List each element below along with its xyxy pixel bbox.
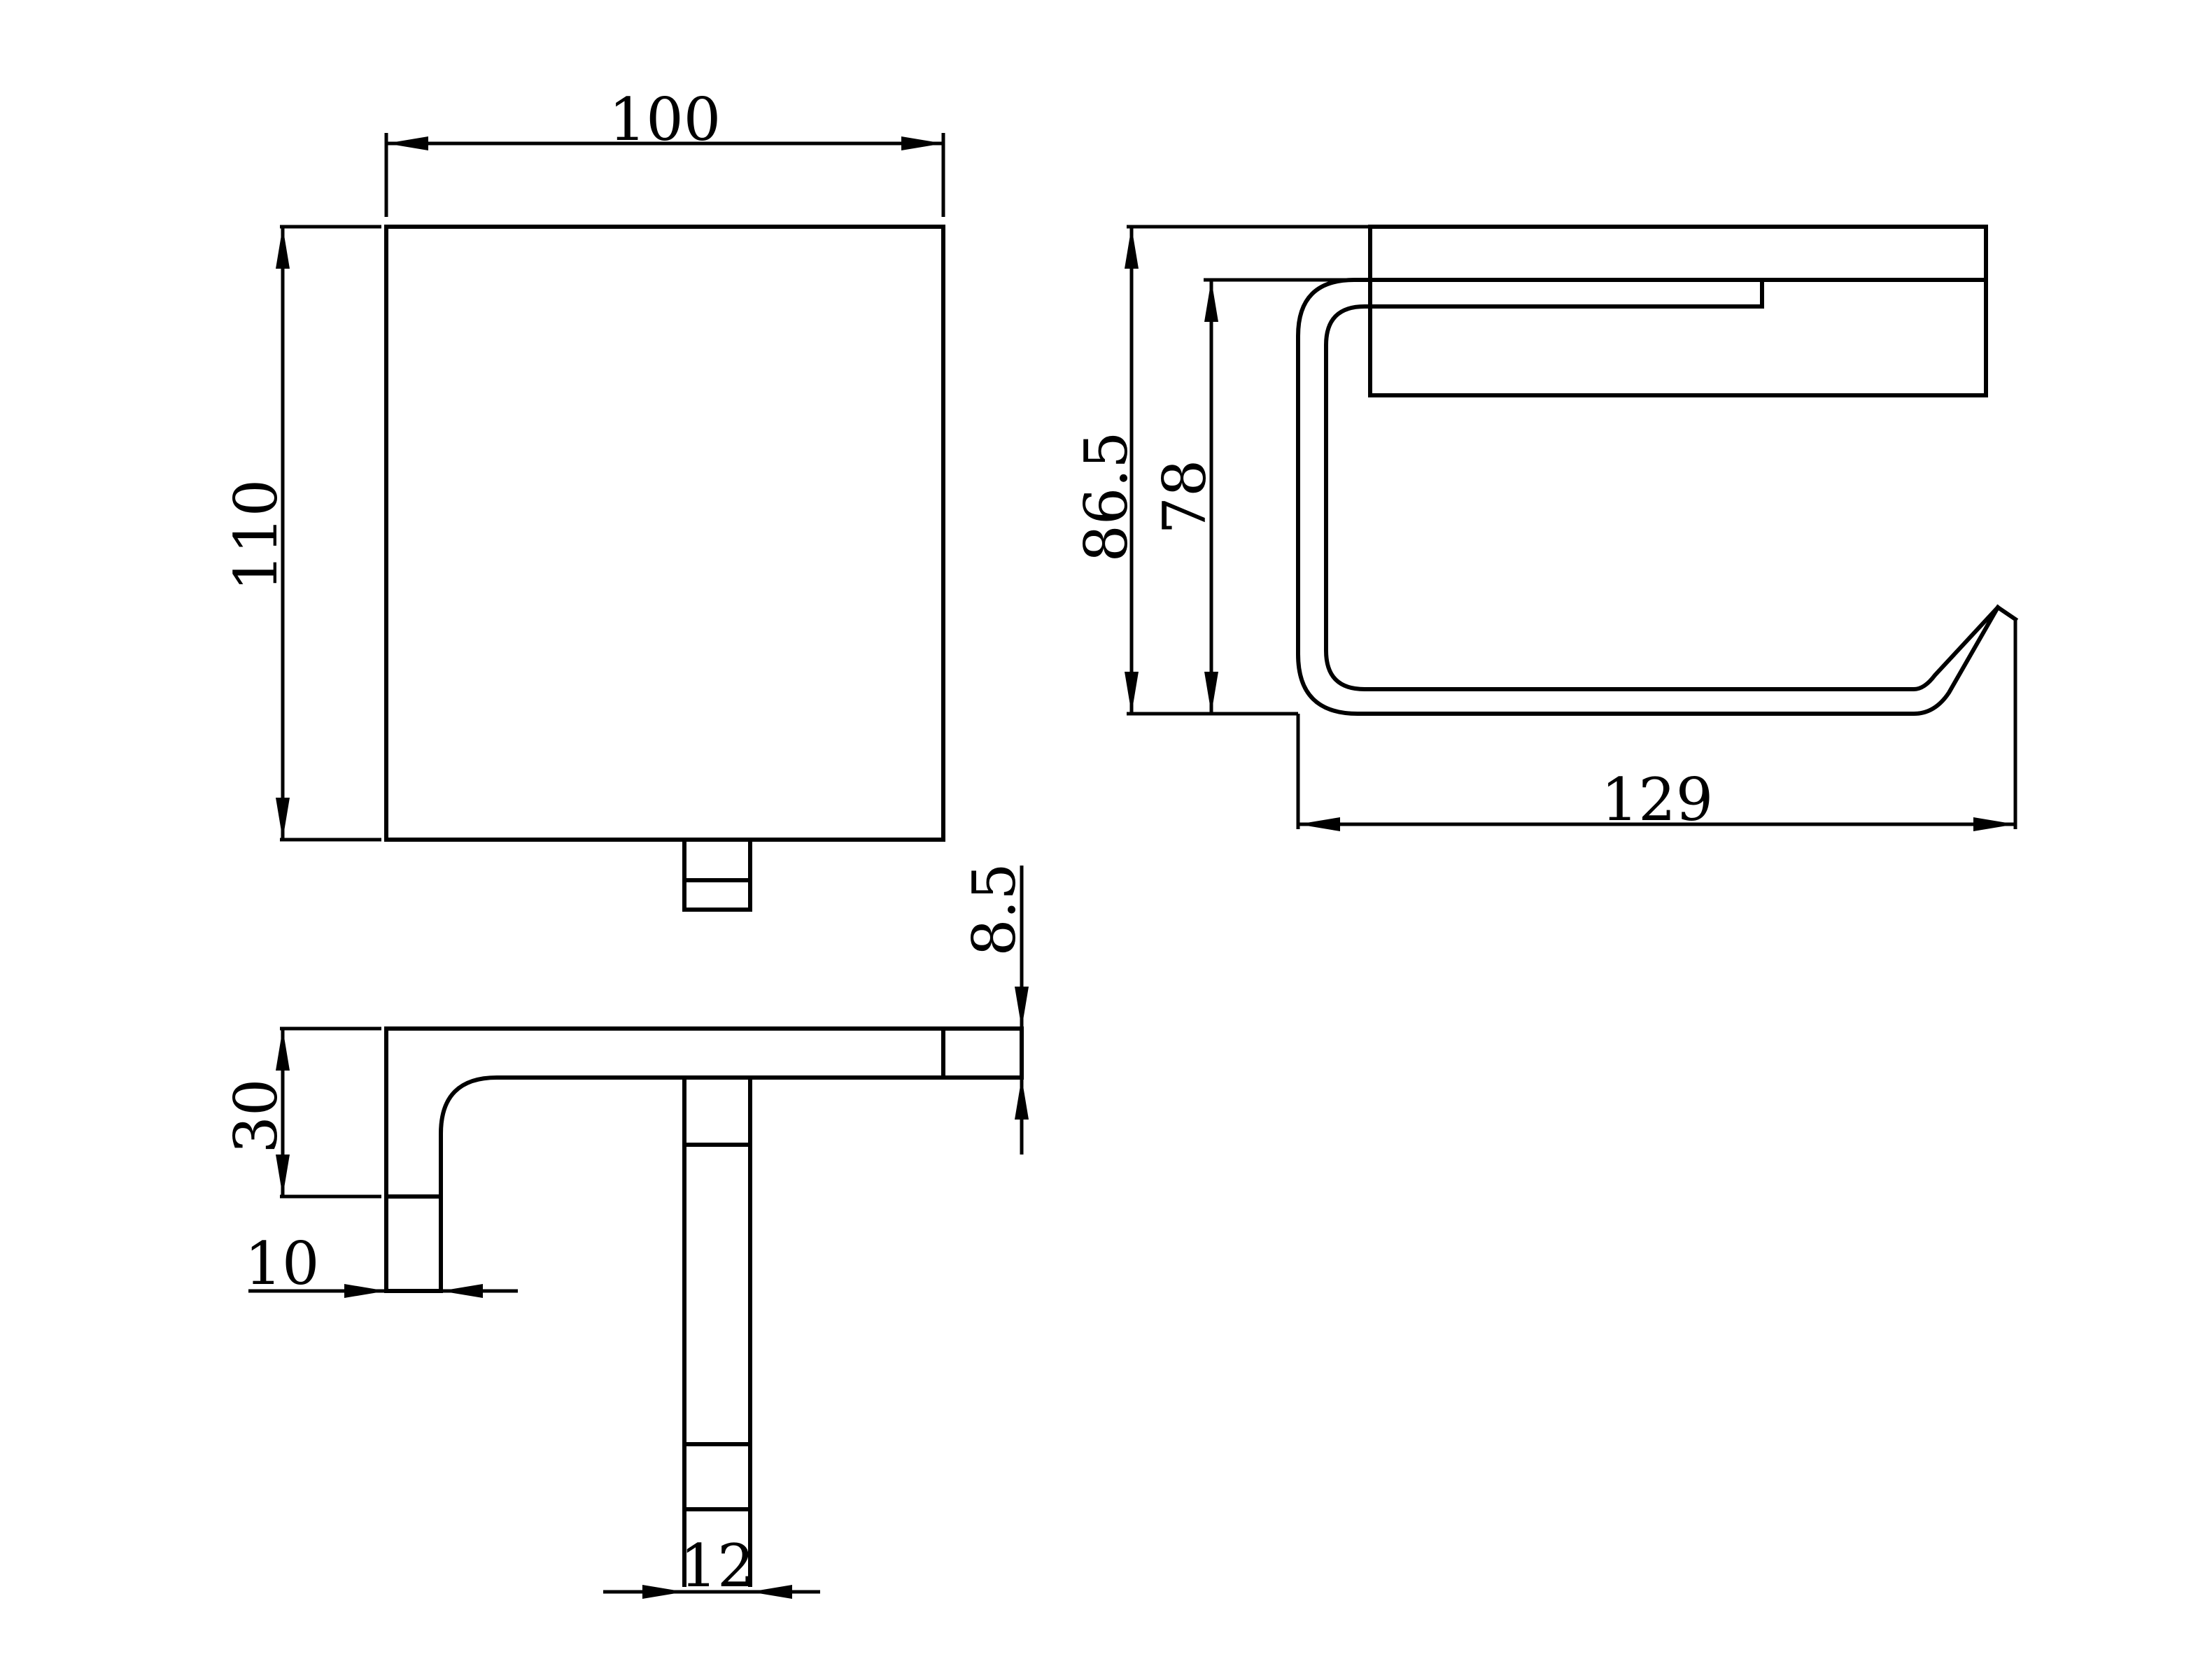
dim-top-thickness: 10 <box>245 1229 518 1298</box>
label-top-offset: 8.5 <box>960 863 1029 957</box>
side-hook-inner <box>1324 304 2001 691</box>
label-top-depth: 30 <box>222 1079 290 1154</box>
top-view <box>384 1026 1024 1587</box>
label-top-thickness: 10 <box>245 1229 320 1298</box>
side-wall-plate <box>1368 225 1988 397</box>
label-front-height: 110 <box>222 479 290 591</box>
dim-top-offset: 8.5 <box>960 863 1029 1155</box>
front-bottom-tab <box>682 838 752 912</box>
front-view <box>384 225 945 912</box>
label-side-inner-height: 78 <box>1150 460 1219 535</box>
top-stem <box>682 1075 752 1587</box>
dim-side-overall-height: 86.5 <box>1072 225 1370 716</box>
side-view <box>1296 225 2019 716</box>
label-side-overall-height: 86.5 <box>1072 431 1141 562</box>
dim-stem-width: 12 <box>603 1532 820 1600</box>
front-body <box>384 225 945 842</box>
top-plate <box>384 1026 1024 1293</box>
dim-front-height: 110 <box>222 225 381 842</box>
dim-front-width: 100 <box>384 85 945 217</box>
side-hook-outer <box>1296 278 2019 716</box>
dim-side-inner-height: 78 <box>1150 278 1354 714</box>
dim-side-depth: 129 <box>1296 619 2017 834</box>
label-front-width: 100 <box>609 85 721 154</box>
dim-top-depth: 30 <box>222 1026 381 1199</box>
label-side-depth: 129 <box>1601 765 1713 834</box>
label-stem-width: 12 <box>680 1532 755 1600</box>
side-shelf <box>1368 278 1764 309</box>
